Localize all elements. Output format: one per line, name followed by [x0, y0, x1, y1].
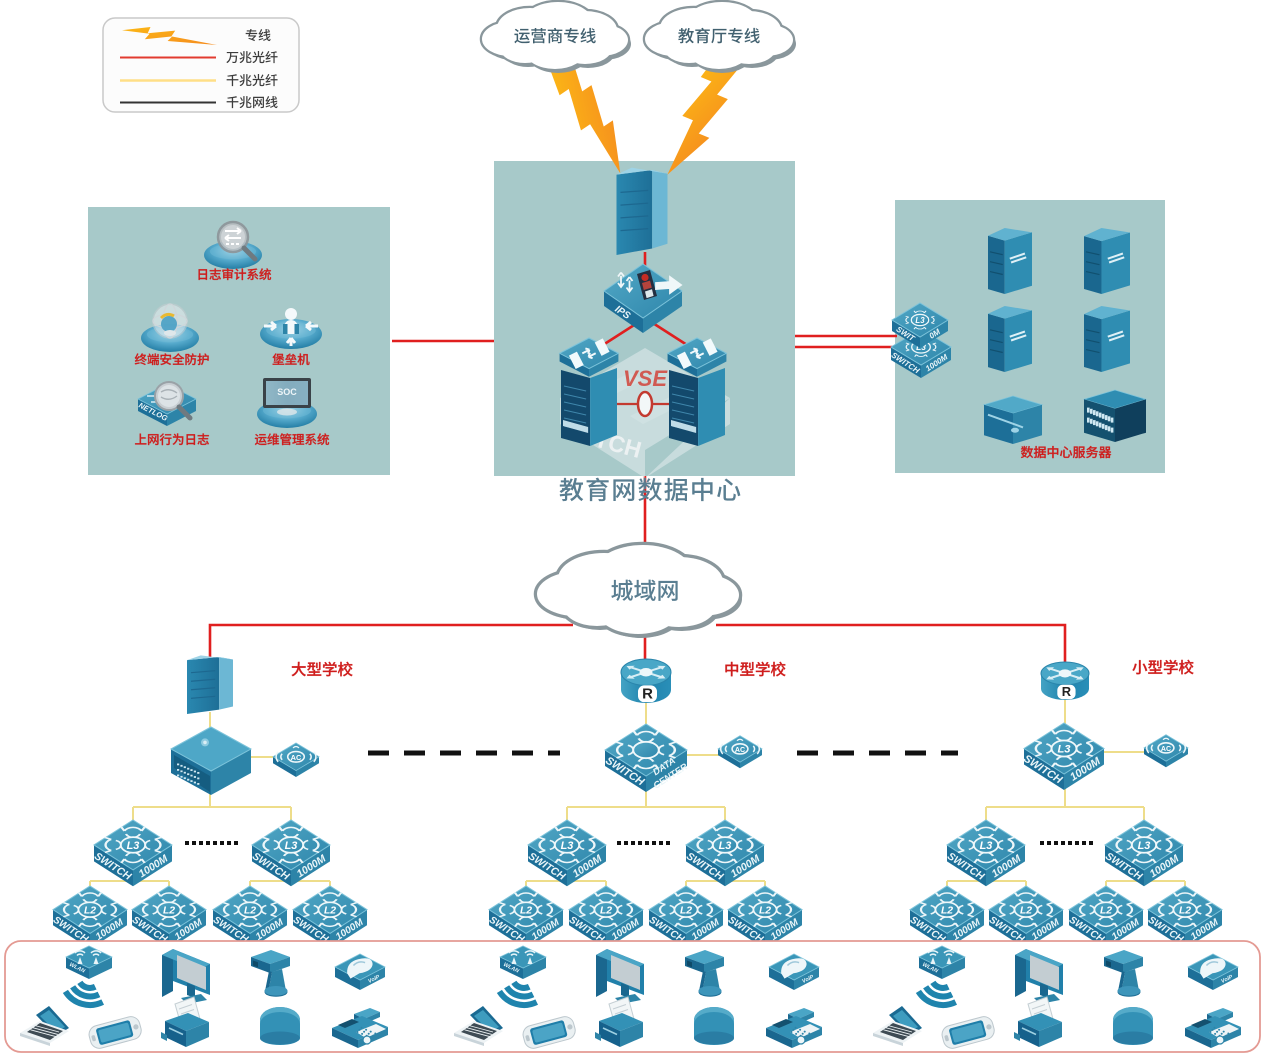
- svg-text:L3: L3: [127, 840, 140, 852]
- svg-text:L2: L2: [84, 906, 96, 917]
- svg-text:L2: L2: [600, 906, 612, 917]
- svg-text:SOC: SOC: [277, 387, 297, 397]
- svg-text:L3: L3: [719, 840, 732, 852]
- svg-text:L3: L3: [1057, 744, 1071, 756]
- svg-text:L3: L3: [285, 840, 298, 852]
- svg-text:R: R: [1062, 684, 1072, 699]
- svg-text:L2: L2: [163, 906, 175, 917]
- svg-text:AC: AC: [291, 753, 302, 762]
- svg-text:L2: L2: [759, 906, 771, 917]
- svg-text:L3: L3: [980, 840, 993, 852]
- svg-text:L2: L2: [941, 906, 953, 917]
- svg-text:L2: L2: [244, 906, 256, 917]
- svg-text:L2: L2: [1179, 906, 1191, 917]
- svg-text:L3: L3: [561, 840, 574, 852]
- svg-text:L2: L2: [520, 906, 532, 917]
- svg-text:AC: AC: [735, 747, 745, 754]
- svg-text:L2: L2: [680, 906, 692, 917]
- svg-text:AC: AC: [1161, 746, 1171, 753]
- svg-text:L2: L2: [324, 906, 336, 917]
- svg-text:L2: L2: [1020, 906, 1032, 917]
- svg-text:VoIP: VoIP: [1220, 974, 1234, 985]
- svg-text:VoIP: VoIP: [367, 974, 381, 985]
- svg-text:VoIP: VoIP: [801, 974, 815, 985]
- svg-text:VSE: VSE: [623, 366, 668, 391]
- svg-text:L2: L2: [1100, 906, 1112, 917]
- svg-text:L3: L3: [1138, 840, 1151, 852]
- svg-text:R: R: [642, 686, 653, 703]
- svg-text:L3: L3: [915, 316, 925, 325]
